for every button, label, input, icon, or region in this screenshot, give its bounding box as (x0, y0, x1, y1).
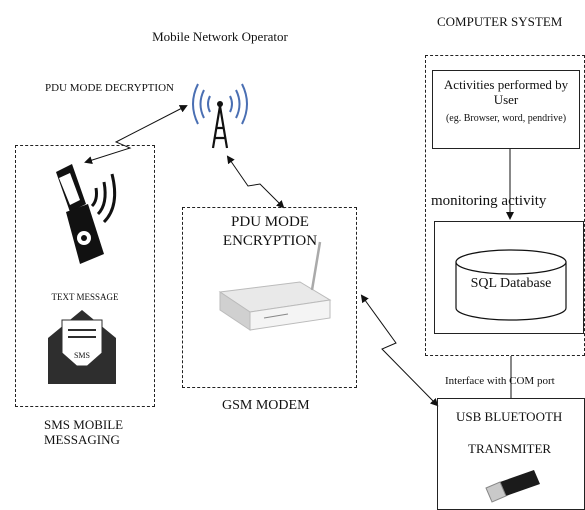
activities-title: Activities performed by User (443, 77, 569, 107)
usb-dongle-icon (485, 470, 540, 503)
sms-mobile-messaging-label: SMS MOBILE MESSAGING (44, 417, 124, 447)
pdu-decryption-label: PDU MODE DECRYPTION (45, 82, 174, 94)
modem-to-usb-connector (360, 294, 439, 407)
sql-database-label: SQL Database (470, 276, 552, 291)
gsm-modem-label: GSM MODEM (222, 398, 310, 413)
gsm-modem-device-icon (218, 241, 332, 331)
monitoring-activity-label: monitoring activity (431, 193, 547, 209)
activities-example: (eg. Browser, word, pendrive) (445, 113, 567, 124)
transmiter-label: TRANSMITER (468, 441, 552, 456)
pdu-encryption-label: PDU MODE ENCRYPTION (222, 214, 318, 249)
com-port-interface-label: Interface with COM port (445, 375, 555, 387)
database-cylinder-icon (455, 249, 567, 321)
activities-box (432, 70, 580, 149)
database-box (434, 221, 584, 334)
text-message-label: TEXT MESSAGE (51, 292, 119, 302)
flip-phone-icon (56, 164, 117, 264)
usb-bluetooth-label: USB BLUETOOTH (456, 409, 563, 424)
envelope-sms-label: SMS (73, 351, 90, 360)
envelope-icon (48, 310, 116, 384)
computer-system-title: COMPUTER SYSTEM (437, 14, 563, 29)
mobile-network-operator-label: Mobile Network Operator (152, 29, 288, 44)
tower-to-modem-connector (226, 155, 285, 209)
antenna-tower-icon (192, 83, 248, 149)
sms-messaging-box (15, 145, 155, 407)
gsm-modem-box (182, 207, 357, 388)
